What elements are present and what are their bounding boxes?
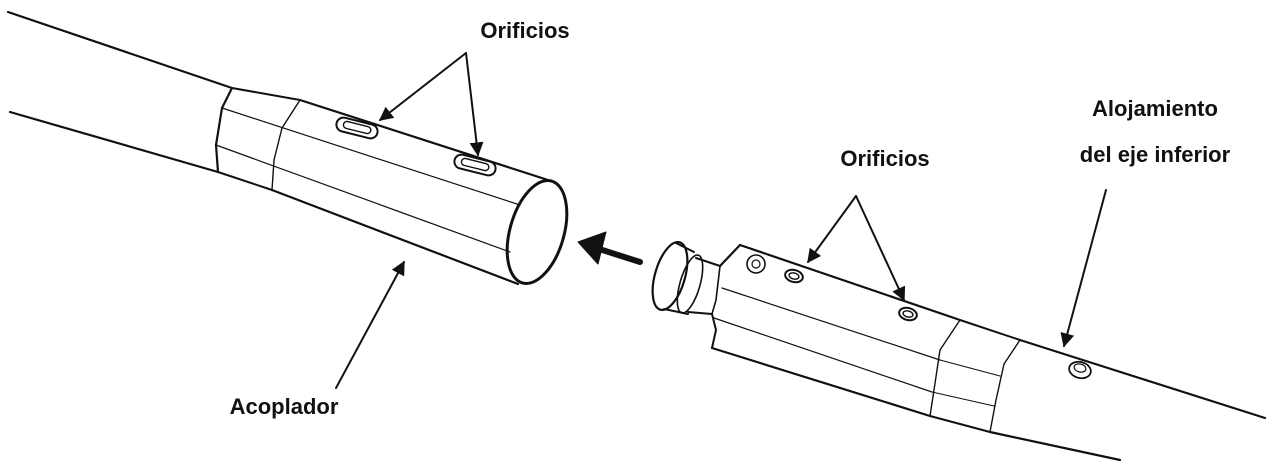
- housing-hole-2: [898, 306, 918, 322]
- label-housing-line2: del eje inferior: [1080, 142, 1231, 167]
- leader-lines: [335, 52, 1107, 389]
- housing-hole-1: [784, 268, 804, 284]
- coupler-open-end: [505, 179, 569, 285]
- label-housing-line1: Alojamiento: [1092, 96, 1218, 121]
- label-coupler: Acoplador: [230, 394, 339, 419]
- insertion-arrow: [577, 231, 643, 265]
- coupler-hole-2: [453, 153, 497, 177]
- label-holes-top: Orificios: [480, 18, 569, 43]
- upper-shaft: [6, 10, 301, 191]
- label-holes-lower: Orificios: [840, 146, 929, 171]
- shaft-screw: [1068, 360, 1092, 380]
- coupler-hole-1: [335, 116, 379, 140]
- end-screw: [746, 254, 766, 274]
- coupler: [214, 86, 569, 286]
- lower-shaft-housing: [651, 241, 1267, 462]
